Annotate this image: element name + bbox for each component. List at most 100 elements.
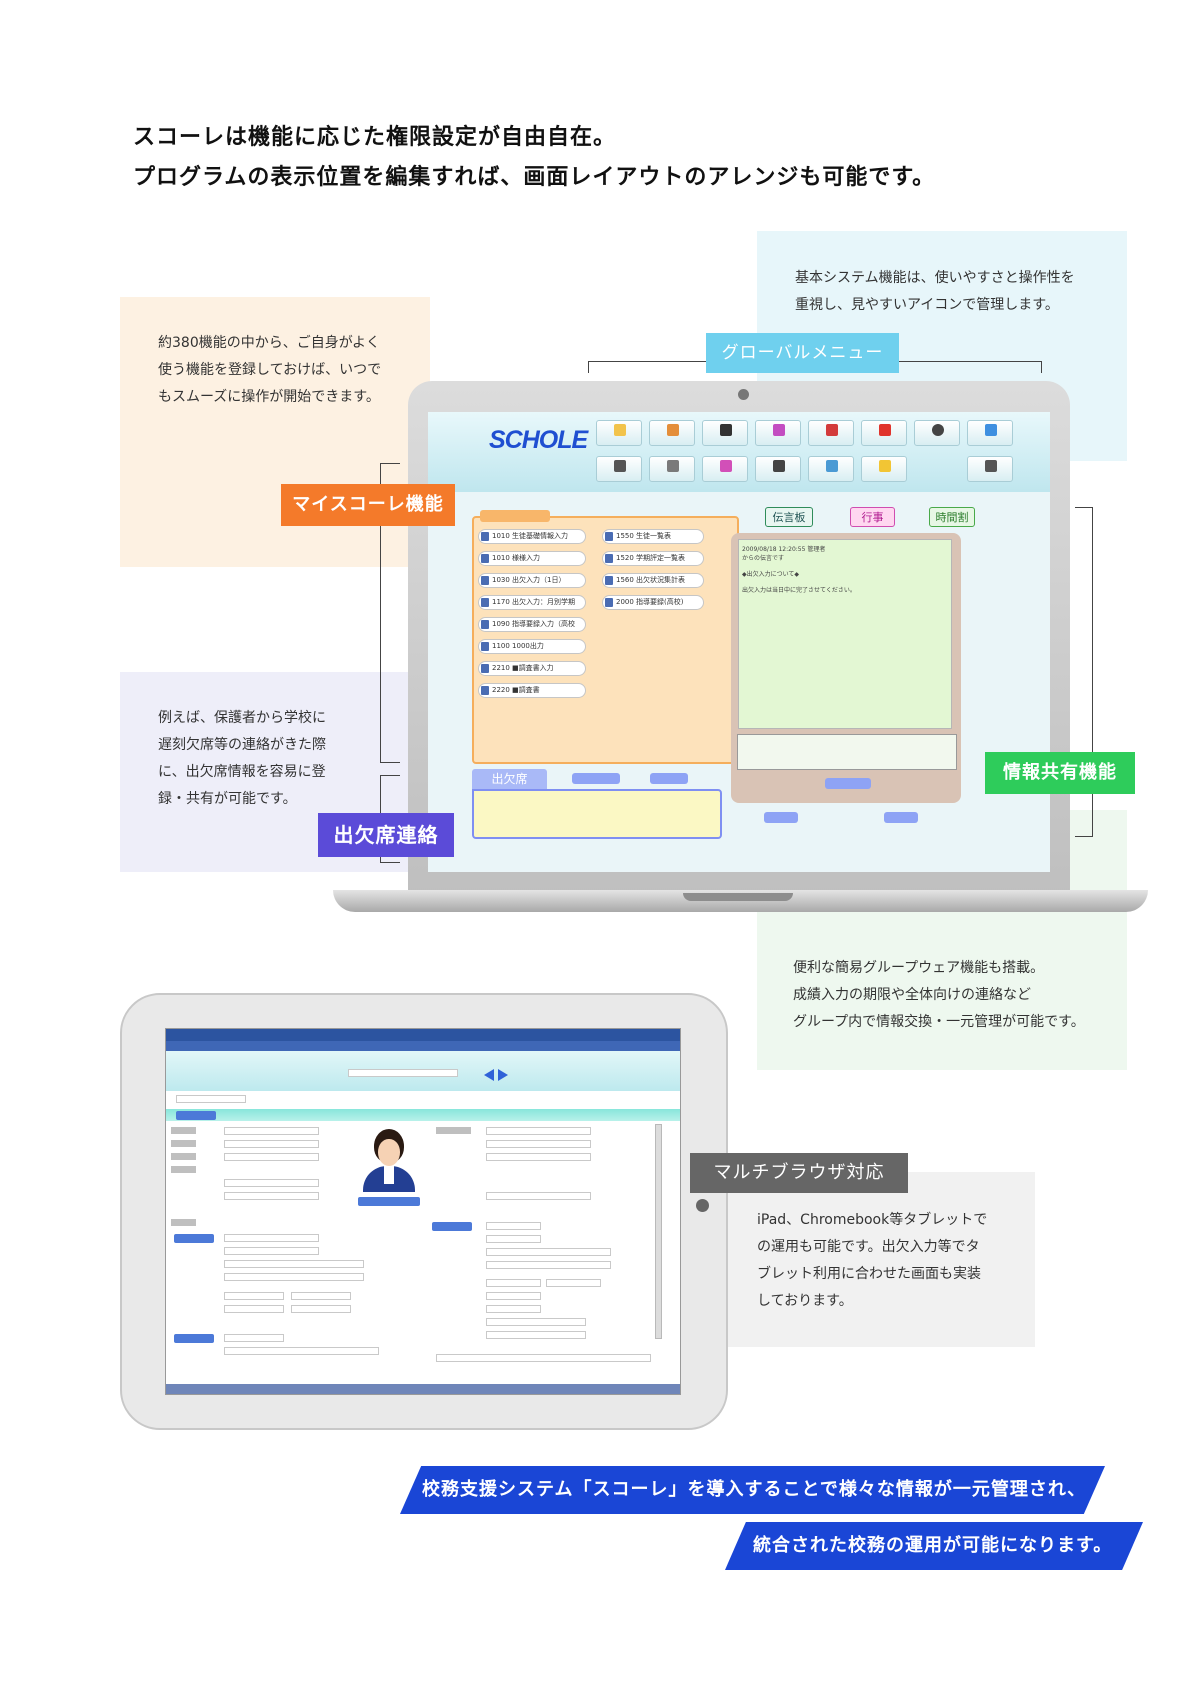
form-label xyxy=(171,1166,196,1173)
myscole-item[interactable]: 1170 出欠入力：月別学期 xyxy=(478,595,586,610)
headline-line-1: スコーレは機能に応じた権限設定が自由自在。 xyxy=(133,125,617,150)
global-menu-description: 基本システム機能は、使いやすさと操作性を 重視し、見やすいアイコンで管理します。 xyxy=(795,270,1075,313)
camera-icon xyxy=(738,389,749,400)
logout-icon[interactable] xyxy=(967,456,1013,482)
laptop-base xyxy=(333,890,1148,912)
form-field[interactable] xyxy=(224,1127,319,1135)
tab-timetable[interactable]: 時間割 xyxy=(929,507,975,527)
tablet-scrollbar[interactable] xyxy=(655,1124,662,1339)
guardian-address-button[interactable] xyxy=(432,1222,472,1231)
tablet-bottom-bar[interactable] xyxy=(166,1384,680,1394)
form-field[interactable] xyxy=(486,1127,591,1135)
student-photo-collar xyxy=(384,1166,394,1184)
tab-events[interactable]: 行事 xyxy=(850,507,895,527)
form-field[interactable] xyxy=(486,1305,541,1313)
menu-icon-4[interactable] xyxy=(755,420,801,446)
myscole-item[interactable]: 1010 生徒基礎情報入力 xyxy=(478,529,586,544)
menu-icon-8[interactable] xyxy=(967,420,1013,446)
tablet-section-tabs[interactable] xyxy=(166,1109,680,1121)
myscole-item[interactable]: 2000 指導要録(高校) xyxy=(602,595,704,610)
board-line: ◆出欠入力について◆ xyxy=(742,571,800,578)
form-label xyxy=(171,1153,196,1160)
menu-icon-10[interactable] xyxy=(649,456,695,482)
form-field[interactable] xyxy=(224,1305,284,1313)
board-button[interactable] xyxy=(825,778,871,789)
myscole-item[interactable]: 1560 出欠状況集計表 xyxy=(602,573,704,588)
form-field[interactable] xyxy=(291,1292,351,1300)
class-select[interactable] xyxy=(348,1069,458,1077)
tab-basic-info[interactable] xyxy=(176,1111,216,1120)
form-field[interactable] xyxy=(546,1279,601,1287)
enroll-date-button[interactable] xyxy=(174,1334,214,1343)
menu-icon-6[interactable] xyxy=(861,420,907,446)
board-button[interactable] xyxy=(764,812,798,823)
form-field[interactable] xyxy=(224,1153,319,1161)
myscole-item[interactable]: 1100 1000出力 xyxy=(478,639,586,654)
menu-icon-12[interactable] xyxy=(755,456,801,482)
headline-line-2: プログラムの表示位置を編集すれば、画面レイアウトのアレンジも可能です。 xyxy=(133,165,936,190)
form-field[interactable] xyxy=(486,1331,586,1339)
menu-icon-13[interactable] xyxy=(808,456,854,482)
form-label xyxy=(171,1219,196,1226)
form-field[interactable] xyxy=(224,1179,319,1187)
form-label xyxy=(436,1127,471,1134)
form-field[interactable] xyxy=(486,1279,541,1287)
message-input[interactable] xyxy=(737,734,957,770)
form-field[interactable] xyxy=(224,1334,284,1342)
myscole-item[interactable]: 2220 ■調査書 xyxy=(478,683,586,698)
form-field[interactable] xyxy=(486,1192,591,1200)
myscole-item[interactable]: 1520 学期評定一覧表 xyxy=(602,551,704,566)
global-menu-label: グローバルメニュー xyxy=(706,333,899,373)
form-field[interactable] xyxy=(486,1235,541,1243)
arrow-left-icon[interactable] xyxy=(484,1069,494,1081)
form-field[interactable] xyxy=(224,1273,364,1281)
address-search-button[interactable] xyxy=(174,1234,214,1243)
form-field[interactable] xyxy=(486,1318,586,1326)
siblings-table[interactable] xyxy=(436,1354,651,1362)
menu-icon-9[interactable] xyxy=(596,456,642,482)
form-field[interactable] xyxy=(224,1247,319,1255)
menu-icon-7[interactable] xyxy=(914,420,960,446)
attendance-description: 例えば、保護者から学校に 遅刻欠席等の連絡がきた際 に、出欠席情報を容易に登 録… xyxy=(158,710,326,807)
myscole-item[interactable]: 1550 生徒一覧表 xyxy=(602,529,704,544)
menu-icon-14[interactable] xyxy=(861,456,907,482)
form-field[interactable] xyxy=(224,1347,379,1355)
form-field[interactable] xyxy=(486,1248,611,1256)
form-field[interactable] xyxy=(291,1305,351,1313)
info-share-label: 情報共有機能 xyxy=(985,752,1135,794)
menu-icon-1[interactable] xyxy=(596,420,642,446)
form-field[interactable] xyxy=(224,1140,319,1148)
myscole-item[interactable]: 1090 指導要録入力（高校 xyxy=(478,617,586,632)
photo-buttons[interactable] xyxy=(358,1197,420,1206)
myscole-item[interactable]: 1030 出欠入力（1日） xyxy=(478,573,586,588)
attendance-button[interactable] xyxy=(572,773,620,784)
tab-message-board[interactable]: 伝言板 xyxy=(765,507,813,527)
form-field[interactable] xyxy=(486,1222,541,1230)
tab-attendance[interactable]: 出欠席 xyxy=(472,769,547,789)
myscole-item[interactable]: 2210 ■調査書入力 xyxy=(478,661,586,676)
menu-icon-3[interactable] xyxy=(702,420,748,446)
form-field[interactable] xyxy=(224,1260,364,1268)
multi-browser-description: iPad、Chromebook等タブレットで の運用も可能です。出欠入力等でタ … xyxy=(757,1212,988,1309)
menu-icon-2[interactable] xyxy=(649,420,695,446)
message-board-content xyxy=(738,539,952,729)
form-label xyxy=(171,1140,196,1147)
student-number-field[interactable] xyxy=(176,1095,246,1103)
tablet-title-bar xyxy=(166,1029,680,1041)
form-field[interactable] xyxy=(224,1192,319,1200)
board-line: 出欠入力は当日中に完了させてください。 xyxy=(742,587,856,594)
form-field[interactable] xyxy=(486,1261,611,1269)
form-field[interactable] xyxy=(486,1140,591,1148)
form-field[interactable] xyxy=(486,1292,541,1300)
arrow-right-icon[interactable] xyxy=(498,1069,508,1081)
menu-icon-5[interactable] xyxy=(808,420,854,446)
form-field[interactable] xyxy=(486,1153,591,1161)
form-field[interactable] xyxy=(224,1234,319,1242)
myscole-description: 約380機能の中から、ご自身がよく 使う機能を登録しておけば、いつで もスムーズ… xyxy=(158,335,382,405)
home-button xyxy=(696,1199,709,1212)
menu-icon-11[interactable] xyxy=(702,456,748,482)
form-field[interactable] xyxy=(224,1292,284,1300)
attendance-button[interactable] xyxy=(650,773,688,784)
board-button[interactable] xyxy=(884,812,918,823)
myscole-item[interactable]: 1010 様様入力 xyxy=(478,551,586,566)
